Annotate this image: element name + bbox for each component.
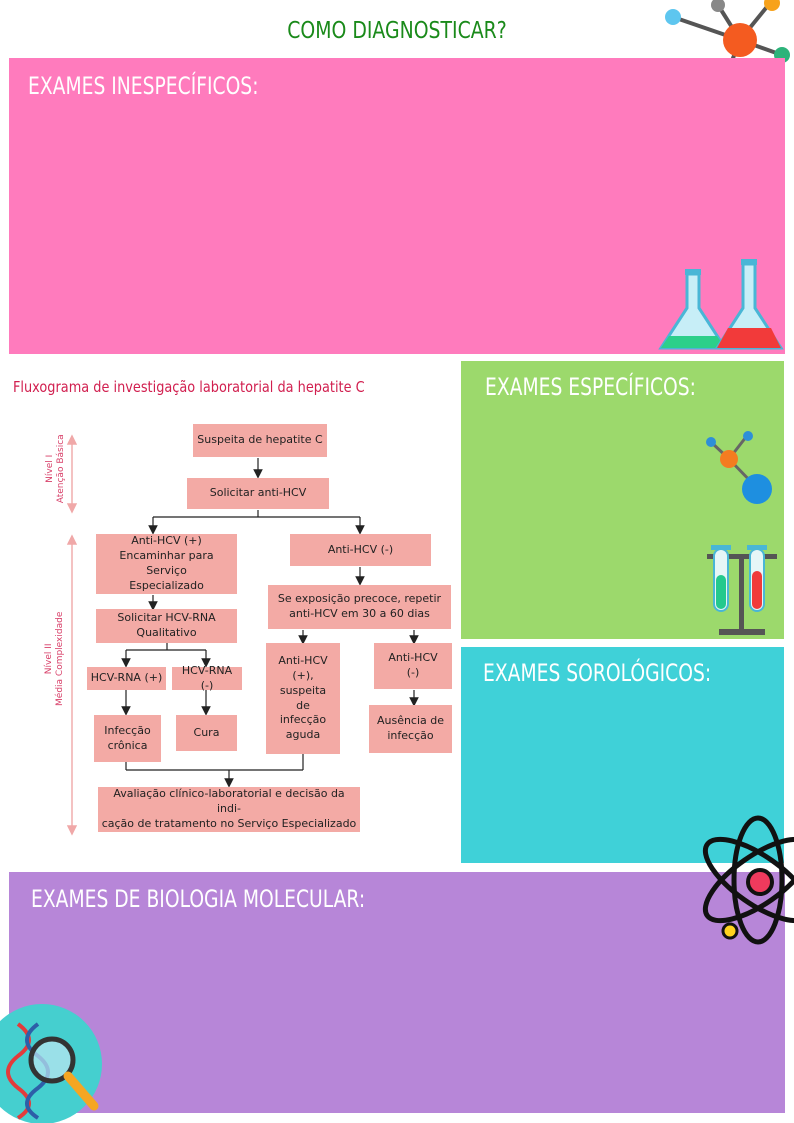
flowchart-title: Fluxograma de investigação laboratorial …: [13, 378, 365, 396]
panel-exames-especificos: EXAMES ESPECÍFICOS:: [461, 361, 784, 639]
flow-box-exposicao-precoce: Se exposição precoce, repetir anti-HCV e…: [268, 585, 451, 629]
panel-exames-biologia-molecular: EXAMES DE BIOLOGIA MOLECULAR:: [9, 872, 785, 1113]
panel-heading-sorologicos: EXAMES SOROLÓGICOS:: [483, 659, 712, 687]
panel-exames-sorologicos: EXAMES SOROLÓGICOS:: [461, 647, 784, 863]
flow-box-cura: Cura: [176, 715, 237, 751]
flow-box-anti-hcv-negativo-2: Anti-HCV (-): [374, 643, 452, 689]
flow-box-infeccao-cronica: Infecção crônica: [94, 715, 161, 762]
test-tubes-icon: [707, 545, 777, 635]
panel-exames-inespecificos: EXAMES INESPECÍFICOS:: [9, 58, 785, 354]
flow-box-solicitar-hcv-rna: Solicitar HCV-RNA Qualitativo: [96, 609, 237, 643]
panel-heading-especificos: EXAMES ESPECÍFICOS:: [485, 373, 696, 401]
page-title: COMO DIAGNOSTICAR?: [287, 18, 507, 44]
flow-box-solicitar-anti-hcv: Solicitar anti-HCV: [187, 478, 329, 509]
panel-heading-inespecificos: EXAMES INESPECÍFICOS:: [28, 72, 259, 100]
flow-box-anti-hcv-negativo: Anti-HCV (-): [290, 534, 431, 566]
flow-box-anti-hcv-positivo-aguda: Anti-HCV (+), suspeita de infecção aguda: [266, 643, 340, 754]
small-molecule-icon: [706, 431, 772, 504]
panel-heading-biologia-molecular: EXAMES DE BIOLOGIA MOLECULAR:: [31, 885, 366, 913]
flow-box-anti-hcv-positivo: Anti-HCV (+) Encaminhar para Serviço Esp…: [96, 534, 237, 594]
flow-box-suspeita: Suspeita de hepatite C: [193, 424, 327, 457]
flow-box-hcv-rna-positivo: HCV-RNA (+): [87, 667, 166, 690]
flow-box-ausencia-infeccao: Ausência de infecção: [369, 705, 452, 753]
flasks-icon: [658, 259, 784, 350]
flow-box-avaliacao: Avaliação clínico-laboratorial e decisão…: [98, 787, 360, 832]
flow-box-hcv-rna-negativo: HCV-RNA (-): [172, 664, 242, 692]
